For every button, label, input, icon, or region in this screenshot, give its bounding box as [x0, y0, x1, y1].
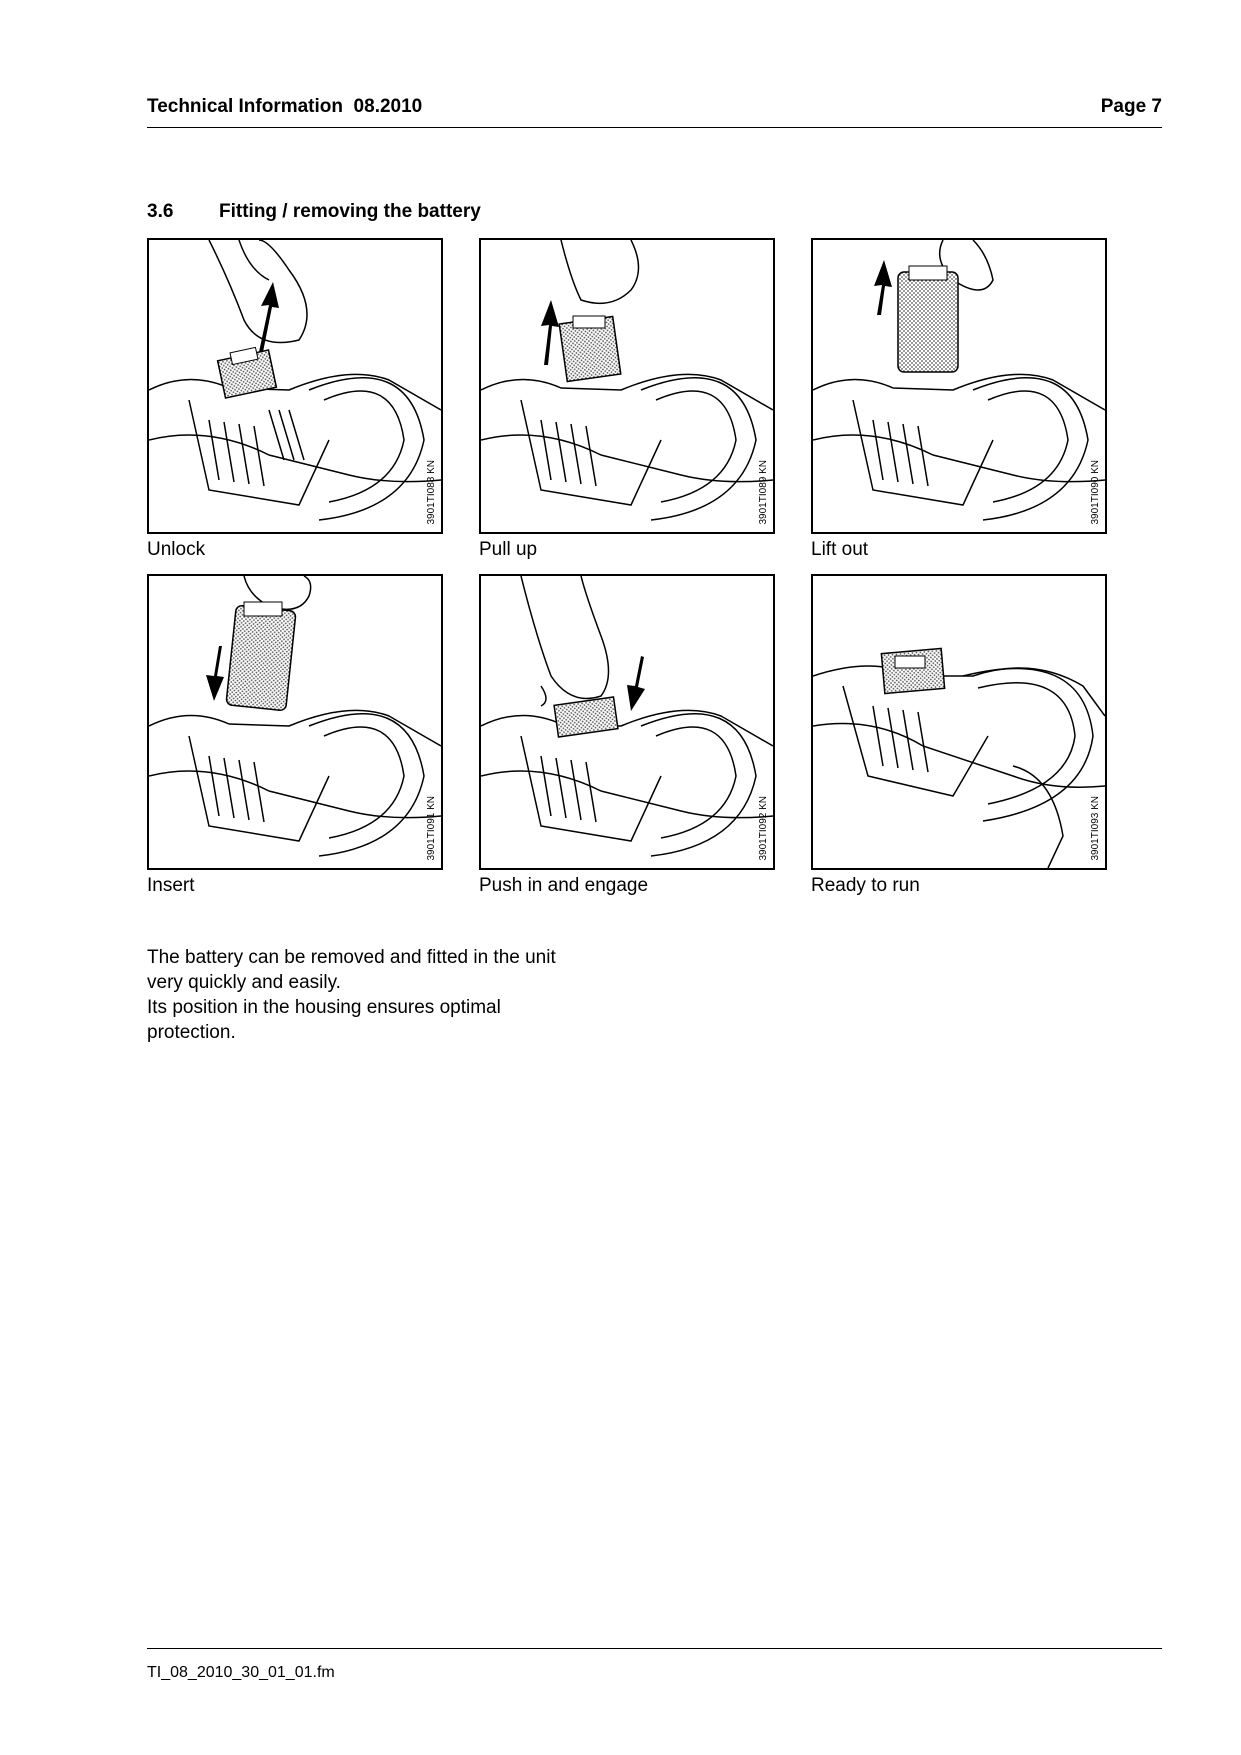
figure-code: 3901TI089 KN [758, 459, 769, 525]
figure-code: 3901TI091 KN [426, 795, 437, 861]
illustration-pull-up [481, 240, 773, 521]
figure-insert: 3901TI091 KN [147, 574, 443, 870]
caption-ready-to-run: Ready to run [811, 875, 920, 896]
figure-ready-to-run: 3901TI093 KN [811, 574, 1107, 870]
body-paragraph: The battery can be removed and fitted in… [147, 945, 647, 1045]
figure-unlock: 3901TI088 KN [147, 238, 443, 534]
page-header: Technical Information 08.2010 Page 7 [147, 96, 1162, 126]
body-line: protection. [147, 1022, 236, 1043]
figure-lift-out: 3901TI090 KN [811, 238, 1107, 534]
illustration-ready-to-run [813, 647, 1105, 868]
body-line: The battery can be removed and fitted in… [147, 947, 556, 968]
caption-pull-up: Pull up [479, 539, 538, 560]
illustration-insert [149, 576, 441, 857]
illustration-push-in-and-engage [481, 576, 773, 857]
header-divider [147, 127, 1162, 128]
figure-code: 3901TI088 KN [426, 459, 437, 525]
caption-insert: Insert [147, 875, 195, 896]
figure-code: 3901TI092 KN [758, 795, 769, 861]
figure-code: 3901TI093 KN [1090, 795, 1101, 861]
section-number: 3.6 [147, 201, 174, 222]
illustration-lift-out [813, 240, 1105, 521]
figure-code: 3901TI090 KN [1090, 459, 1101, 525]
page-number: Page 7 [1100, 96, 1162, 117]
caption-push-in-and-engage: Push in and engage [479, 875, 649, 896]
figure-push-in-and-engage: 3901TI092 KN [479, 574, 775, 870]
header-title: Technical Information 08.2010 [147, 96, 423, 117]
figure-pull-up: 3901TI089 KN [479, 238, 775, 534]
section-title: Fitting / removing the battery [219, 201, 481, 222]
illustration-unlock [149, 240, 441, 521]
caption-lift-out: Lift out [811, 539, 869, 560]
footer-divider [147, 1648, 1162, 1649]
footer-filename: TI_08_2010_30_01_01.fm [147, 1664, 335, 1681]
body-line: very quickly and easily. [147, 972, 341, 993]
body-line: Its position in the housing ensures opti… [147, 997, 501, 1018]
caption-unlock: Unlock [147, 539, 206, 560]
